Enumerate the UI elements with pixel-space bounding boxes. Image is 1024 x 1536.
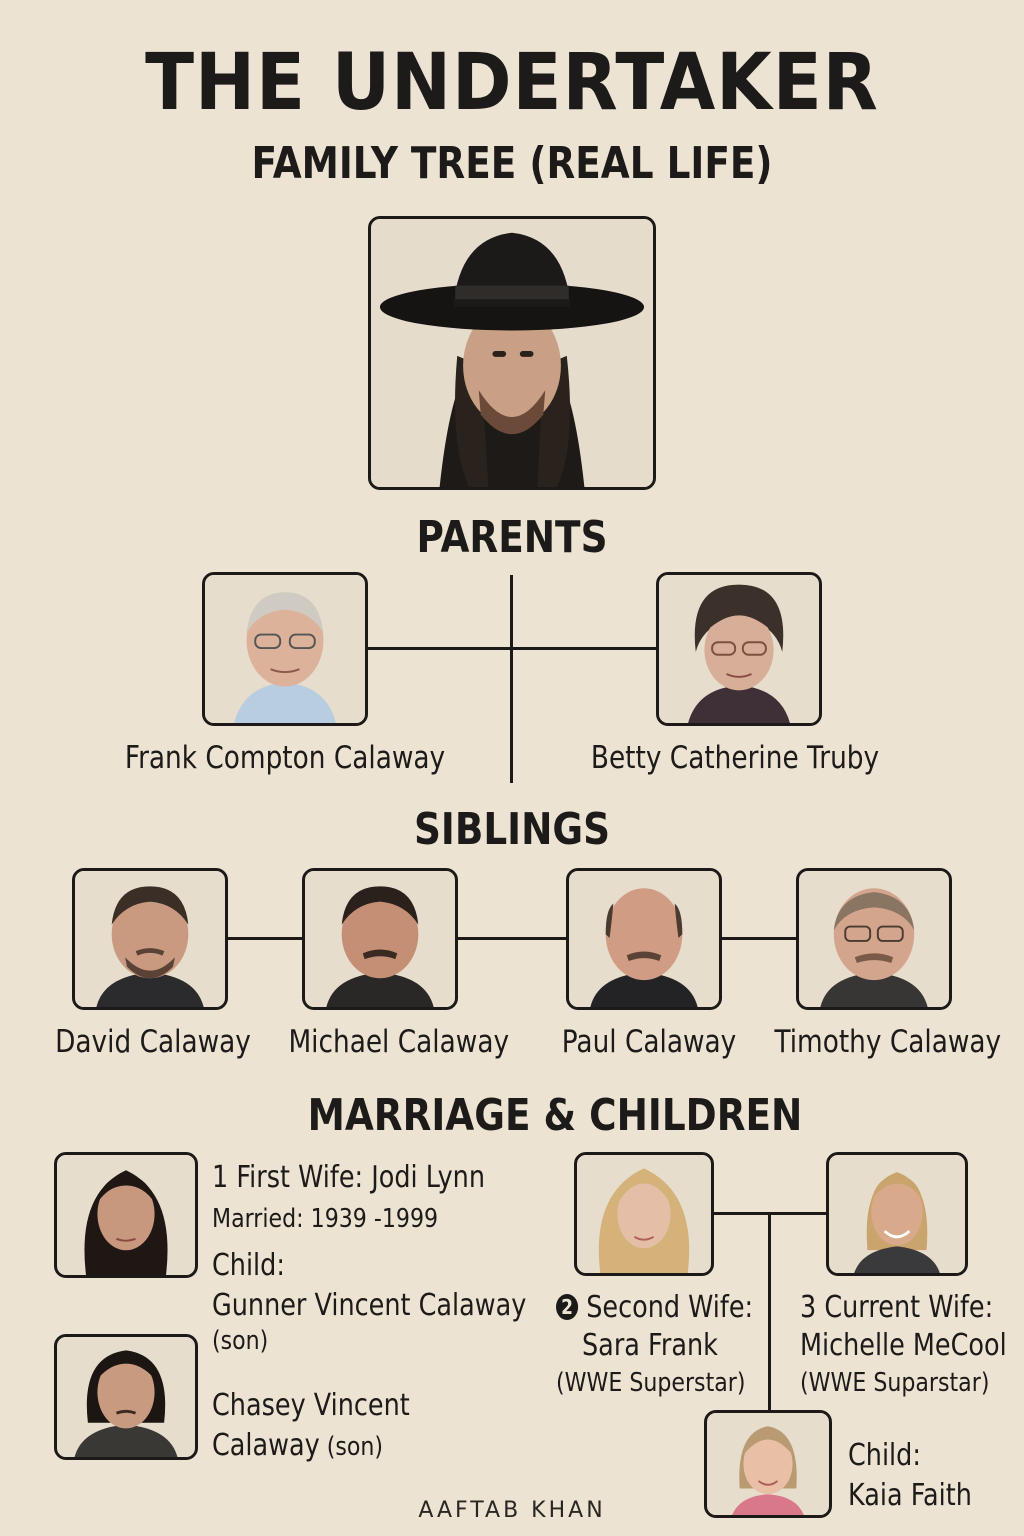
second-wife-name: Sara Frank [582,1328,718,1363]
child-name-chasey-line2: Calaway (son) [212,1428,383,1463]
page-title: THE UNDERTAKER [145,38,879,128]
parent-name-betty: Betty Catherine Truby [590,740,880,776]
child-name-gunner: Gunner Vincent Calaway [212,1288,527,1323]
child-kaia-name: Kaia Faith [848,1478,972,1513]
page-subtitle: FAMILY TREE (REAL LIFE) [251,138,773,189]
first-wife-photo [54,1152,198,1278]
siblings-connector-3 [722,937,796,940]
parents-horizontal-connector [368,647,658,650]
child-vertical-connector [768,1212,771,1412]
child-photo-chasey [54,1334,198,1460]
sibling-name-paul: Paul Calaway [561,1024,737,1060]
siblings-heading: SIBLINGS [413,804,611,855]
child-rel-gunner: (son) [212,1326,269,1356]
parent-name-frank: Frank Compton Calaway [124,740,446,776]
parents-heading: PARENTS [416,512,608,563]
child-rel-chasey: (son) [319,1432,384,1462]
undertaker-portrait [368,216,656,490]
child-kaia-label: Child: [848,1438,921,1473]
first-wife-child-label: Child: [212,1248,285,1283]
marriage-heading: MARRIAGE & CHILDREN [307,1090,803,1141]
parents-vertical-connector [510,575,513,783]
author-credit: AAFTAB KHAN [418,1498,606,1523]
wives-horizontal-connector [714,1212,828,1215]
third-wife-note: (WWE Suparstar) [800,1368,990,1398]
first-wife-label: 1 First Wife: Jodi Lynn [212,1160,485,1195]
sibling-photo-michael [302,868,458,1010]
sibling-photo-paul [566,868,722,1010]
child-photo-kaia [704,1410,832,1518]
second-wife-title: Second Wife: [578,1290,754,1325]
second-wife-note: (WWE Superstar) [556,1368,746,1398]
third-wife-photo [826,1152,968,1276]
second-wife-photo [574,1152,714,1276]
siblings-connector-2 [458,937,566,940]
second-wife-label: 2 Second Wife: [556,1290,753,1325]
child-name-chasey-surname: Calaway [212,1428,320,1463]
first-wife-married: Married: 1939 -1999 [212,1204,439,1234]
siblings-connector-1 [228,937,304,940]
second-wife-badge: 2 [556,1294,579,1320]
sibling-photo-david [72,868,228,1010]
third-wife-name: Michelle MeCool [800,1328,1007,1363]
parent-photo-betty [656,572,822,726]
parent-photo-frank [202,572,368,726]
sibling-photo-timothy [796,868,952,1010]
sibling-name-david: David Calaway [55,1024,251,1060]
third-wife-label: 3 Current Wife: [800,1290,994,1325]
child-name-chasey-line1: Chasey Vincent [212,1388,410,1423]
sibling-name-timothy: Timothy Calaway [774,1024,1002,1060]
sibling-name-michael: Michael Calaway [288,1024,510,1060]
